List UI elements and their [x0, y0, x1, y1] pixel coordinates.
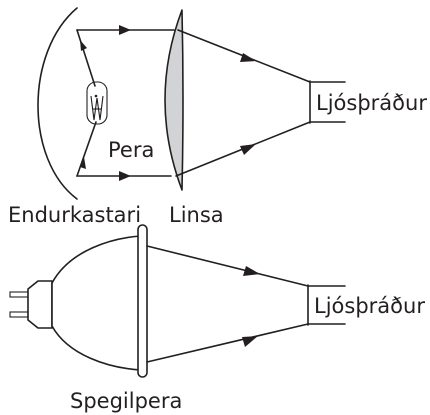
reflector-label: Endurkastari — [8, 203, 141, 227]
reflector — [37, 7, 78, 200]
reflector-dome — [51, 235, 142, 371]
lens-label: Linsa — [169, 203, 224, 227]
lens — [164, 9, 184, 191]
lamp-pins — [9, 291, 29, 318]
bulb — [86, 81, 108, 125]
lamp-label: Spegilpera — [70, 389, 182, 413]
fiber-label-top: Ljósþráður — [316, 91, 427, 115]
fiber-top — [309, 80, 346, 124]
top-system: Pera Endurkastari Linsa Ljósþráður — [8, 7, 427, 227]
lamp-rays — [146, 245, 309, 363]
fiber-bottom — [307, 284, 346, 326]
collimated-rays — [76, 25, 175, 181]
converging-rays — [175, 29, 311, 177]
bulb-label: Pera — [108, 138, 154, 162]
front-glass — [137, 224, 148, 378]
lamp-base — [27, 280, 53, 329]
internal-rays — [76, 29, 97, 177]
fiber-label-bottom: Ljósþráður — [314, 294, 425, 318]
bottom-system: Ljósþráður Spegilpera — [9, 224, 425, 413]
